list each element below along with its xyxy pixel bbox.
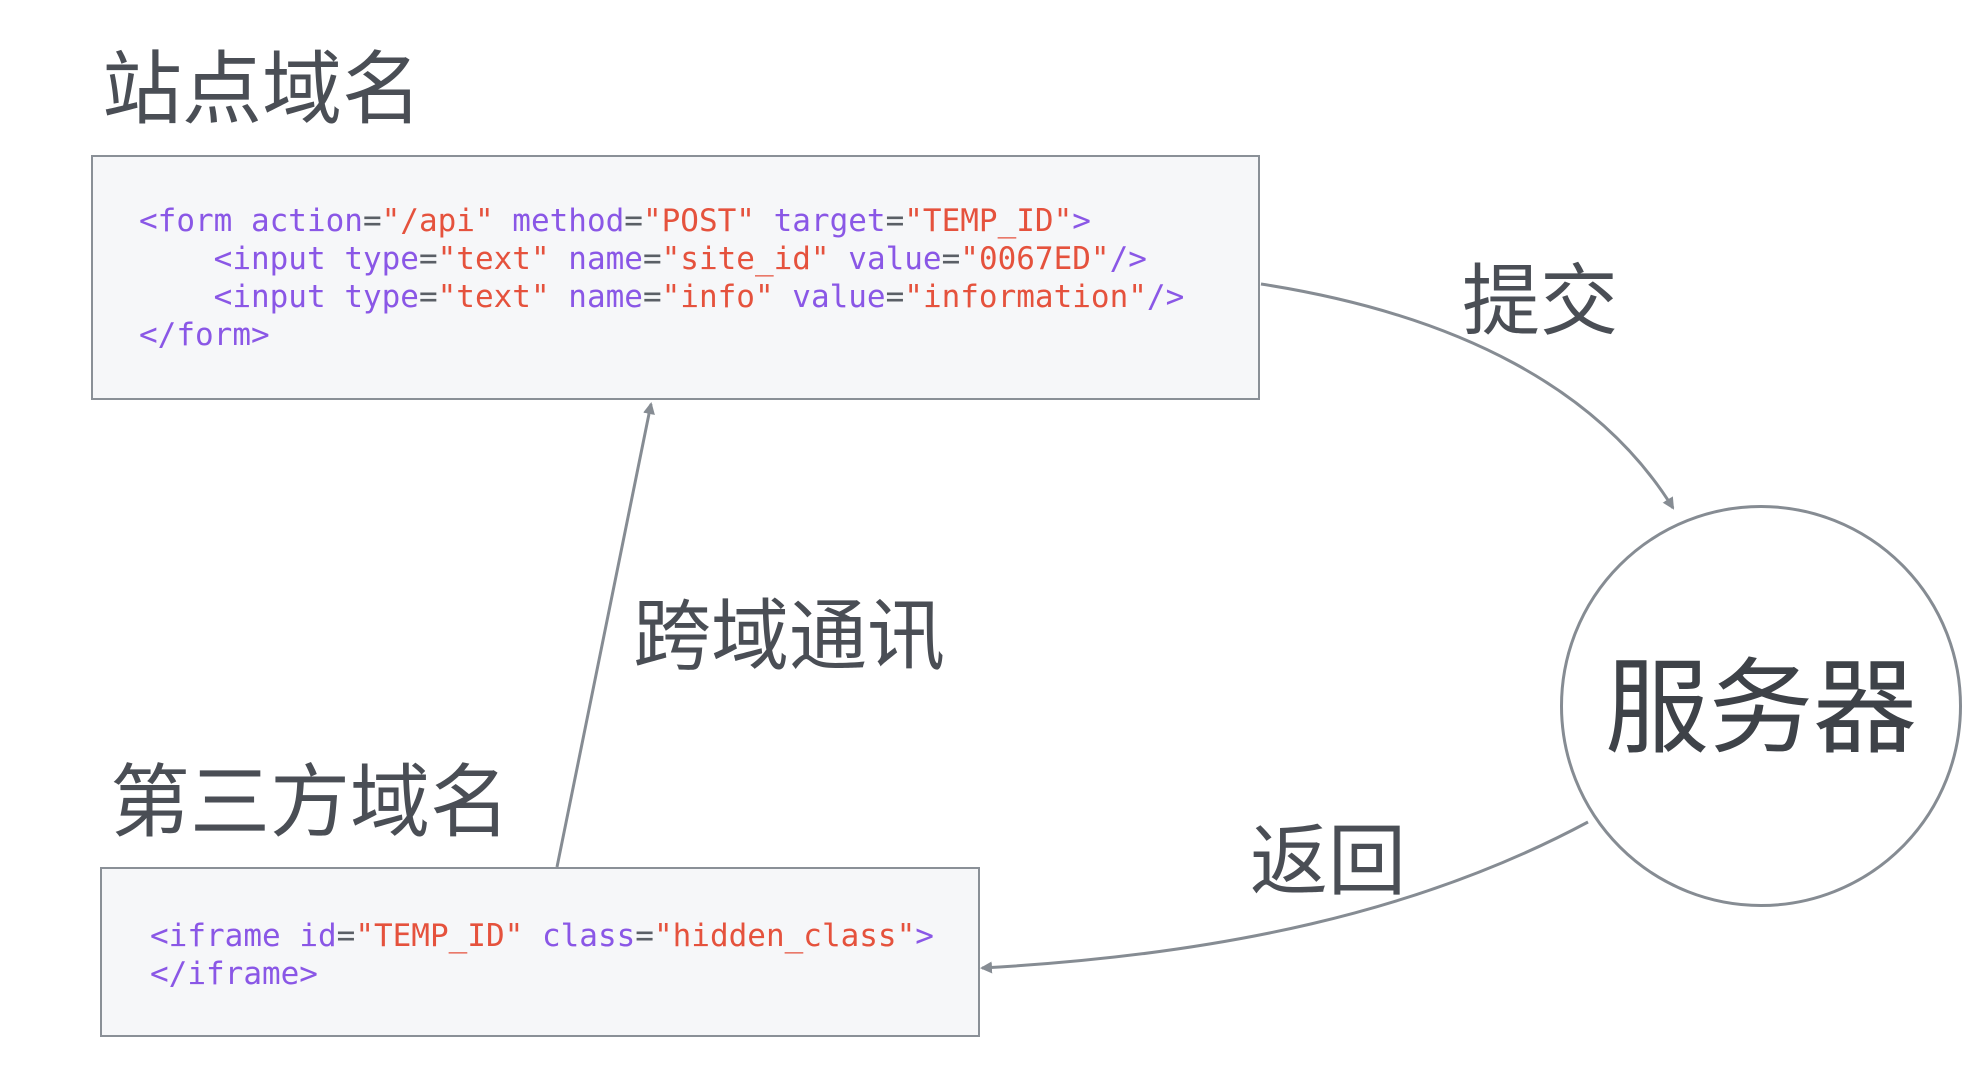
code-token: type: [344, 241, 419, 277]
code-token: method: [512, 203, 625, 239]
code-token: "info": [661, 279, 774, 315]
code-token: =: [362, 203, 382, 239]
code-token: <iframe: [150, 918, 300, 954]
code-token: value: [792, 279, 886, 315]
code-token: =: [642, 279, 662, 315]
code-token: </form>: [139, 317, 270, 353]
code-token: =: [941, 241, 961, 277]
third-party-code-box: <iframe id="TEMP_ID" class="hidden_class…: [100, 867, 980, 1037]
iframe-code: <iframe id="TEMP_ID" class="hidden_class…: [150, 917, 934, 993]
code-token: "0067ED": [960, 241, 1110, 277]
site-code-box: <form action="/api" method="POST" target…: [91, 155, 1260, 400]
code-token: =: [642, 241, 662, 277]
code-token: id: [299, 918, 337, 954]
code-token: =: [885, 203, 905, 239]
site-domain-title: 站点域名: [102, 43, 422, 136]
code-token: >: [1072, 203, 1091, 239]
code-token: target: [773, 203, 886, 239]
code-token: <input: [213, 279, 345, 315]
code-token: >: [915, 918, 934, 954]
code-token: "POST": [642, 203, 755, 239]
code-token: "/api": [381, 203, 494, 239]
code-token: />: [1146, 279, 1185, 315]
code-token: name: [568, 279, 643, 315]
code-token: type: [344, 279, 419, 315]
code-token: "TEMP_ID": [904, 203, 1073, 239]
return-label: 返回: [1250, 817, 1407, 907]
code-token: class: [541, 918, 636, 954]
code-token: =: [418, 279, 438, 315]
code-token: =: [624, 203, 643, 239]
code-token: "text": [437, 241, 550, 277]
code-token: =: [885, 279, 905, 315]
code-token: action: [250, 203, 363, 239]
code-token: "site_id": [661, 241, 830, 277]
code-line: </iframe>: [150, 955, 934, 993]
third-party-domain-title: 第三方域名: [110, 756, 510, 849]
code-line: </form>: [139, 316, 1184, 354]
code-token: <input: [213, 241, 345, 277]
code-token: "text": [437, 279, 550, 315]
code-token: =: [635, 918, 654, 954]
code-token: =: [336, 918, 356, 954]
code-line: <input type="text" name="info" value="in…: [139, 278, 1185, 316]
code-token: <form: [139, 203, 251, 239]
code-line: <form action="/api" method="POST" target…: [139, 202, 1184, 240]
code-token: "information": [904, 279, 1147, 315]
submit-label: 提交: [1462, 257, 1619, 347]
cross-domain-arrow: [555, 402, 655, 868]
server-label: 服务器: [1604, 647, 1917, 769]
code-token: </iframe>: [150, 956, 318, 992]
server-node: 服务器: [1560, 505, 1962, 907]
code-token: value: [848, 241, 942, 277]
return-arrow: [980, 820, 1589, 974]
code-token: "TEMP_ID": [355, 918, 524, 954]
code-token: "hidden_class": [653, 918, 916, 954]
submit-arrow: [1260, 282, 1675, 510]
cross-domain-label: 跨域通讯: [633, 592, 946, 682]
site-form-code: <form action="/api" method="POST" target…: [139, 202, 1184, 354]
code-line: <iframe id="TEMP_ID" class="hidden_class…: [150, 917, 934, 955]
code-token: =: [418, 241, 438, 277]
code-token: name: [568, 241, 643, 277]
code-token: />: [1109, 241, 1147, 277]
code-line: <input type="text" name="site_id" value=…: [139, 240, 1184, 278]
